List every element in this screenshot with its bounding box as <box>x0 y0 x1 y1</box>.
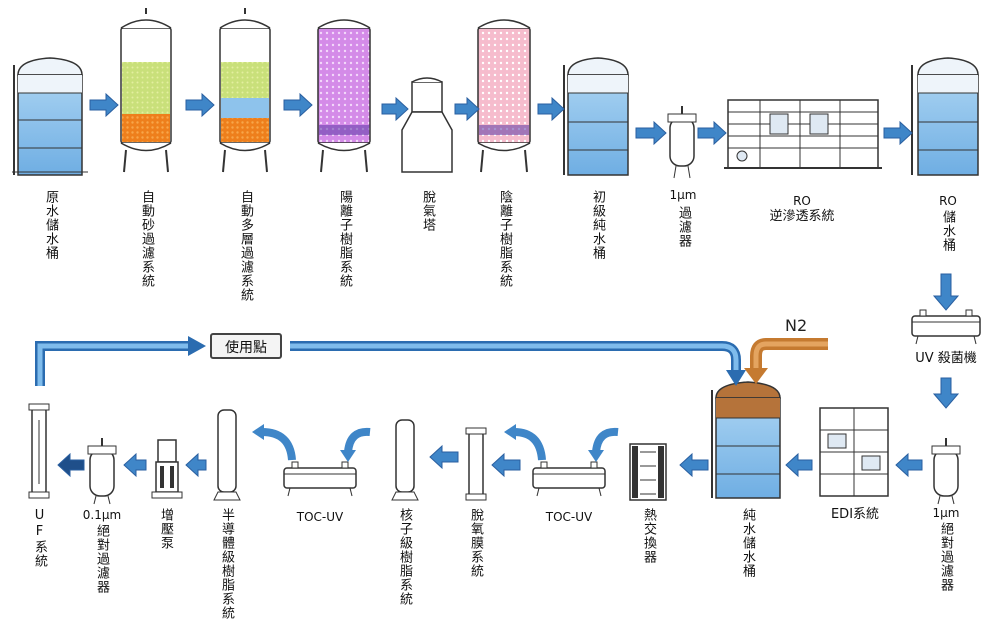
ro-water-tank <box>911 57 979 176</box>
label-abs-filter-1um-size: 1μm <box>932 506 960 520</box>
multilayer-filter-vessel <box>219 8 271 173</box>
label-ro-title: RO <box>793 194 811 208</box>
label-abs-filter-01um-size: 0.1μm <box>82 508 122 522</box>
booster-pump-unit <box>151 439 183 499</box>
arrow-down-icon <box>932 377 960 409</box>
label-multilayer-filter: 自動多層過濾系統 <box>238 190 253 302</box>
curved-arrow-icon <box>344 427 371 453</box>
label-n2: N2 <box>785 316 808 335</box>
use-point-box: 使用點 <box>210 333 282 359</box>
arrow-left-icon <box>679 452 709 478</box>
absolute-filter-1um <box>931 438 961 505</box>
arrow-left-icon <box>491 452 521 478</box>
label-anion-resin: 陰離子樹脂系統 <box>497 190 512 288</box>
uv-sterilizer-unit <box>911 309 981 345</box>
label-degasser: 脫氣塔 <box>420 190 435 232</box>
raw-water-tank <box>12 57 88 176</box>
ro-skid <box>724 99 882 169</box>
label-semiconductor-resin: 半導體級樹脂系統 <box>219 508 234 620</box>
label-pure-tank: 純水儲水桶 <box>740 508 755 578</box>
label-primary-tank: 初級純水桶 <box>590 190 605 260</box>
recirculation-pipe <box>35 336 746 386</box>
label-uv-sterilizer: UV 殺菌機 <box>915 351 977 366</box>
n2-supply-pipe <box>744 338 828 384</box>
label-abs-filter-01um: 絕對過濾器 <box>94 524 109 594</box>
label-filter-1um-size: 1μm <box>669 188 697 202</box>
arrow-right-icon <box>89 92 119 118</box>
arrow-down-icon <box>726 370 746 386</box>
arrow-left-icon <box>123 452 147 478</box>
bottom-row-arrows <box>57 444 923 478</box>
arrow-left-icon <box>429 444 459 470</box>
arrow-right-icon <box>635 120 667 146</box>
label-toc-uv-1: TOC-UV <box>545 510 593 524</box>
top-row-arrows <box>89 92 960 311</box>
arrow-left-icon <box>895 452 923 478</box>
sand-filter-vessel <box>120 8 172 173</box>
curved-arrow-icon <box>261 428 296 461</box>
semiconductor-resin-column <box>213 409 241 501</box>
arrow-down-icon <box>744 368 768 384</box>
arrow-right-icon <box>697 120 727 146</box>
label-booster-pump: 增壓泵 <box>158 508 173 550</box>
label-uf-system: UF系統 <box>32 508 47 568</box>
label-heat-exchanger: 熱交換器 <box>641 508 656 564</box>
arrow-right-icon <box>454 96 480 122</box>
label-sand-filter: 自動砂過濾系統 <box>139 190 154 288</box>
arrow-right-icon <box>883 120 913 146</box>
label-edi: EDI系統 <box>830 507 880 522</box>
label-ro-tank-title: RO <box>939 194 957 208</box>
uf-membrane-column <box>28 403 50 499</box>
arrow-right-icon <box>283 92 313 118</box>
nuclear-resin-column <box>391 419 419 501</box>
absolute-filter-01um <box>87 438 117 505</box>
heat-exchanger-unit <box>629 443 667 501</box>
cartridge-filter-1um <box>667 106 697 179</box>
degas-membrane-column <box>465 427 487 501</box>
label-abs-filter-1um: 絕對過濾器 <box>938 522 953 592</box>
label-raw-water-tank: 原水儲水桶 <box>43 190 58 260</box>
arrow-right-icon <box>188 336 206 356</box>
curved-arrow-heads <box>252 424 604 462</box>
arrow-right-icon <box>537 96 565 122</box>
label-cation-resin: 陽離子樹脂系統 <box>337 190 352 288</box>
primary-pure-water-tank <box>563 57 629 176</box>
degasser-tower <box>401 77 453 173</box>
pure-water-tank <box>711 381 781 499</box>
cation-resin-vessel <box>317 19 371 173</box>
arrow-left-icon <box>185 452 207 478</box>
toc-uv-unit-1 <box>532 461 606 497</box>
label-toc-uv-2: TOC-UV <box>296 510 344 524</box>
anion-resin-vessel <box>477 19 531 173</box>
label-nuclear-resin: 核子級樹脂系統 <box>397 508 412 606</box>
arrow-right-icon <box>381 96 409 122</box>
curved-arrows <box>261 427 619 461</box>
arrow-left-icon <box>785 452 813 478</box>
arrow-down-icon <box>932 273 960 311</box>
label-ro-system: 逆滲透系統 <box>769 209 835 224</box>
curved-arrow-icon <box>592 427 619 453</box>
label-degas-membrane: 脫氧膜系統 <box>468 508 483 578</box>
label-filter-1um: 過濾器 <box>676 206 691 248</box>
arrow-right-icon <box>185 92 215 118</box>
toc-uv-unit-2 <box>283 461 357 497</box>
edi-skid <box>819 407 889 497</box>
arrow-left-icon <box>57 452 85 478</box>
curved-arrow-icon <box>513 428 546 461</box>
label-ro-tank: 儲水桶 <box>940 210 955 252</box>
